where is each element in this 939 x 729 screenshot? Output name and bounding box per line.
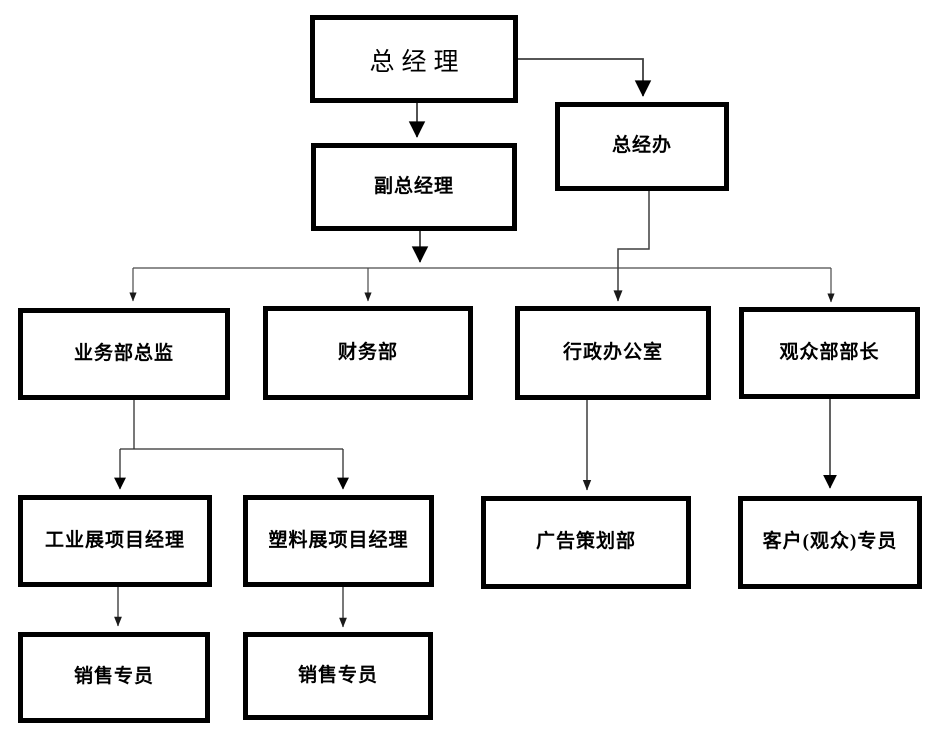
edge-gm-to-gm-office bbox=[518, 58, 652, 97]
node-finance-dept: 财务部 bbox=[263, 306, 473, 400]
node-audience-dept-head: 观众部部长 bbox=[739, 307, 920, 399]
node-plastics-expo-project-manager: 塑料展项目经理 bbox=[243, 495, 434, 587]
node-gm-office: 总经办 bbox=[555, 102, 729, 191]
edge-gm-office-to-admin bbox=[613, 191, 650, 302]
node-ad-planning-dept: 广告策划部 bbox=[481, 496, 691, 589]
node-sales-specialist-2: 销售专员 bbox=[243, 632, 433, 720]
node-sales-specialist-1: 销售专员 bbox=[18, 632, 210, 723]
node-customer-audience-specialist: 客户(观众)专员 bbox=[738, 496, 922, 589]
node-deputy-general-manager: 副总经理 bbox=[311, 143, 517, 231]
node-general-manager: 总经理 bbox=[310, 15, 518, 103]
node-business-dept-director: 业务部总监 bbox=[18, 308, 230, 400]
node-admin-office: 行政办公室 bbox=[515, 306, 711, 400]
node-industrial-expo-project-manager: 工业展项目经理 bbox=[18, 495, 212, 587]
